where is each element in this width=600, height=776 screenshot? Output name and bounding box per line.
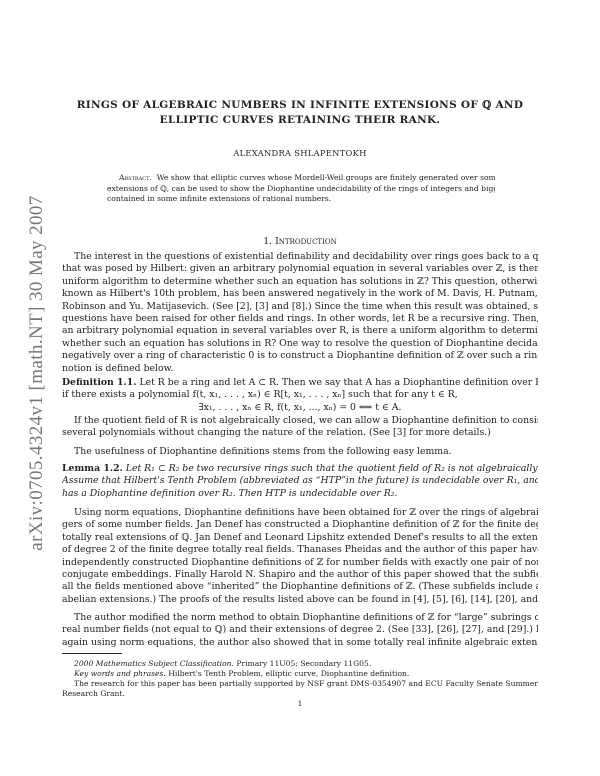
paragraph-quotient: If the quotient field of R is not algebr…: [62, 415, 538, 440]
arxiv-stamp: arXiv:0705.4324v1 [math.NT] 30 May 2007: [26, 195, 47, 551]
keywords-label: Key words and phrases.: [74, 669, 166, 678]
text-line: notion is defined below.: [62, 362, 174, 374]
paragraph-intro: The interest in the questions of existen…: [62, 251, 538, 375]
text-line: uniform algorithm to determine whether s…: [62, 275, 538, 287]
text-line: questions have been raised for other fie…: [62, 313, 538, 325]
text-line: The interest in the questions of existen…: [74, 251, 538, 262]
text-line: negatively over a ring of characteristic…: [62, 350, 538, 362]
title-line: RINGS OF ALGEBRAIC NUMBERS IN INFINITE E…: [76, 99, 524, 111]
text-line: real number fields (not equal to ℚ) and …: [62, 624, 538, 636]
text-line: totally real extensions of ℚ. Jan Denef …: [62, 531, 538, 543]
abstract-line: extensions of ℚ, can be used to show the…: [107, 183, 495, 193]
definition-1-1: Definition 1.1. Let R be a ring and let …: [62, 377, 538, 414]
text-line: an arbitrary polynomial equation in seve…: [62, 325, 538, 337]
text-line: that was posed by Hilbert: given an arbi…: [62, 263, 538, 275]
section-heading: 1. Introduction: [263, 236, 337, 247]
text-line: Assume that Hilbert's Tenth Problem (abb…: [62, 475, 538, 487]
abstract-line: We show that elliptic curves whose Morde…: [156, 173, 495, 182]
paragraph-norm-equations: Using norm equations, Diophantine defini…: [62, 507, 538, 606]
funding-line: The research for this paper has been par…: [74, 679, 538, 688]
text-line: whether such an equation has solutions i…: [62, 337, 538, 349]
text-line: conjugate embeddings. Finally Harold N. …: [62, 569, 538, 581]
definition-label: Definition 1.1.: [62, 377, 137, 388]
formula: ∃x₁, . . . , xₙ ∈ R, f(t, x₁, ..., xₙ) =…: [198, 401, 402, 413]
funding-line: Research Grant.: [62, 689, 125, 698]
msc-label: 2000 Mathematics Subject Classification.: [74, 659, 234, 668]
footnotes: 2000 Mathematics Subject Classification.…: [62, 659, 538, 699]
text-line: Using norm equations, Diophantine defini…: [74, 507, 538, 518]
text-line: if there exists a polynomial f(t, x₁, . …: [62, 389, 458, 401]
lemma-1-2: Lemma 1.2. Let R₁ ⊂ R₂ be two recursive …: [62, 463, 538, 500]
title-line: ELLIPTIC CURVES RETAINING THEIR RANK.: [159, 114, 441, 126]
page-number: 1: [297, 699, 303, 708]
text-line: independently constructed Diophantine de…: [62, 556, 538, 568]
text-line: gers of some number fields. Jan Denef ha…: [62, 519, 538, 531]
lemma-label: Lemma 1.2.: [62, 463, 123, 474]
text-line: The usefulness of Diophantine definition…: [74, 446, 452, 457]
footnote-rule: [62, 653, 122, 654]
text-line: known as Hilbert's 10th problem, has bee…: [62, 288, 538, 300]
text-line: has a Diophantine definition over R₂. Th…: [62, 487, 398, 499]
text-line: all the fields mentioned above “inherite…: [62, 581, 538, 593]
text-line: Let R be a ring and let A ⊂ R. Then we s…: [139, 377, 538, 388]
paragraph-modified-norm: The author modified the norm method to o…: [62, 612, 538, 649]
keywords-text: Hilbert's Tenth Problem, elliptic curve,…: [168, 669, 410, 678]
abstract-line: contained in some infinite extensions of…: [107, 194, 332, 203]
author: ALEXANDRA SHLAPENTOKH: [233, 148, 367, 158]
text-line: Let R₁ ⊂ R₂ be two recursive rings such …: [125, 463, 538, 474]
text-line: of degree 2 of the finite degree totally…: [62, 544, 538, 556]
text-line: If the quotient field of R is not algebr…: [74, 415, 538, 426]
text-line: several polynomials without changing the…: [62, 427, 491, 439]
text-line: abelian extensions.) The proofs of the r…: [62, 593, 538, 605]
msc-text: Primary 11U05; Secondary 11G05.: [236, 659, 372, 668]
abstract: Abstract. We show that elliptic curves w…: [107, 173, 495, 205]
paragraph-usefulness: The usefulness of Diophantine definition…: [62, 446, 538, 458]
paper-title: RINGS OF ALGEBRAIC NUMBERS IN INFINITE E…: [60, 98, 540, 128]
text-line: again using norm equations, the author a…: [62, 636, 538, 648]
abstract-label: Abstract.: [119, 173, 152, 182]
text-line: The author modified the norm method to o…: [74, 612, 538, 623]
text-line: Robinson and Yu. Matijasevich. (See [2],…: [62, 300, 538, 312]
